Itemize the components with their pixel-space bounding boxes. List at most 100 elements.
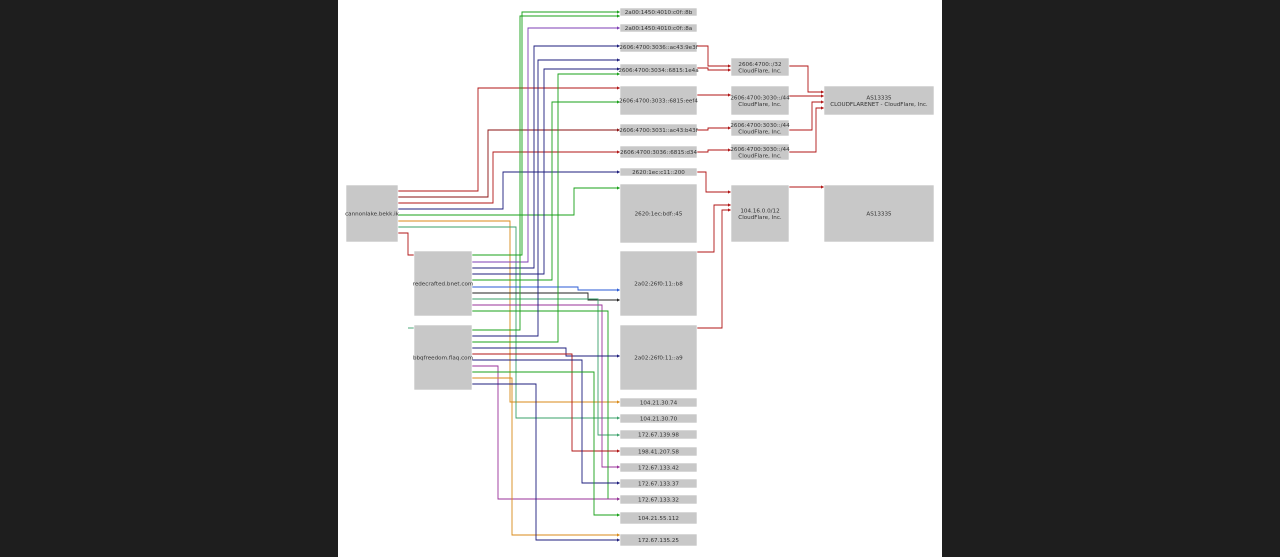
- graph-node-label: bbqfreedom.flaq.com: [413, 356, 473, 362]
- graph-node[interactable]: 2606:4700:3033::6815:eef4: [619, 85, 698, 116]
- graph-node-label: 2a00:1450:4010:c0f::8b: [625, 10, 693, 16]
- edge-arrowhead: [617, 26, 620, 30]
- graph-node[interactable]: AS13335: [823, 184, 935, 243]
- graph-node[interactable]: 198.41.207.58: [619, 446, 698, 457]
- graph-node[interactable]: cannonlake.bekk.ik: [345, 184, 400, 243]
- edge-ip10-net5: [697, 204, 731, 253]
- graph-node-box: [619, 63, 698, 77]
- graph-node-box: [619, 324, 698, 391]
- graph-node-label: 2606:4700:3036::ac43:9e3f: [619, 45, 698, 51]
- graph-node-box: [619, 478, 698, 489]
- graph-node[interactable]: 2606:4700:3036::6815:d34: [619, 145, 697, 159]
- graph-node-box: [619, 462, 698, 473]
- edge-root2-9: [472, 304, 620, 468]
- edge-arrowhead: [617, 150, 620, 154]
- graph-node-box: [730, 57, 790, 77]
- graph-node[interactable]: 172.67.133.42: [619, 462, 698, 473]
- edge-arrowhead: [728, 68, 731, 72]
- edge-arrowhead: [821, 94, 824, 98]
- edge-net4-as1: [789, 107, 824, 153]
- edge-arrowhead: [617, 400, 620, 404]
- graph-node-label: 2606:4700:3030::/44: [730, 147, 790, 153]
- graph-node-label: AS13335: [866, 95, 892, 101]
- edge-arrowhead: [617, 170, 620, 174]
- edge-arrowhead: [728, 64, 731, 68]
- graph-node-label: 172.67.133.37: [638, 482, 679, 488]
- edge-root1-ip09: [398, 187, 620, 216]
- graph-node-box: [823, 85, 935, 116]
- edge-arrowhead: [617, 128, 620, 132]
- edge-arrowhead: [728, 190, 731, 194]
- graph-node[interactable]: 104.21.55.112: [619, 511, 698, 525]
- graph-node-box: [619, 123, 698, 137]
- graph-node[interactable]: 2a02:26f0:11::a9: [619, 324, 698, 391]
- graph-node[interactable]: 172.67.133.32: [619, 494, 698, 505]
- graph-node[interactable]: 2620:1ec:bdf::45: [619, 183, 698, 244]
- graph-node-box: [823, 184, 935, 243]
- edge-arrowhead: [728, 148, 731, 152]
- graph-node-label: 172.67.135.25: [638, 538, 679, 544]
- graph-node-label: 104.21.30.70: [640, 417, 678, 423]
- graph-node-label: CloudFlare, Inc.: [738, 153, 782, 159]
- graph-node[interactable]: bbqfreedom.flaq.com: [413, 324, 473, 391]
- edge-arrowhead: [617, 513, 620, 517]
- edge-arrowhead: [617, 288, 620, 292]
- graph-node[interactable]: 2606:4700:3034::6815:1e4a: [618, 63, 699, 77]
- graph-node-label: CloudFlare, Inc.: [738, 129, 782, 135]
- edge-root1-ip07: [398, 151, 620, 204]
- edge-arrowhead: [821, 185, 824, 189]
- graph-node[interactable]: 2606:4700:3036::ac43:9e3f: [619, 41, 699, 53]
- graph-node[interactable]: 2a00:1450:4010:c0f::8b: [619, 7, 698, 17]
- edge-arrowhead: [617, 481, 620, 485]
- graph-node[interactable]: 2606:4700:3031::ac43:b43f: [619, 123, 699, 137]
- graph-node[interactable]: 104.21.30.74: [619, 397, 698, 408]
- graph-node-box: [619, 494, 698, 505]
- graph-node-label: 2606:4700:3030::/44: [730, 123, 790, 129]
- edge-arrowhead: [821, 90, 824, 94]
- edge-root2-5: [472, 101, 620, 281]
- graph-node-label: 104.16.0.0/12: [740, 208, 779, 214]
- edge-arrowhead: [617, 298, 620, 302]
- graph-node[interactable]: 2620:1ec:c11::200: [619, 167, 698, 177]
- edge-arrowhead: [728, 203, 731, 207]
- edge-root2-1: [472, 11, 620, 256]
- graph-node-label: 104.21.30.74: [640, 401, 678, 407]
- edge-root3-3: [472, 73, 620, 343]
- edge-root1-ip06: [398, 129, 620, 198]
- edge-arrowhead: [617, 86, 620, 90]
- graph-node[interactable]: 172.67.139.98: [619, 429, 698, 440]
- graph-node-label: 172.67.133.42: [638, 466, 679, 472]
- graph-node-label: 2a02:26f0:11::a9: [634, 356, 683, 362]
- graph-node-box: [413, 250, 473, 317]
- graph-node-box: [619, 413, 698, 424]
- graph-node[interactable]: 172.67.135.25: [619, 533, 698, 547]
- edge-arrowhead: [821, 106, 824, 110]
- graph-node[interactable]: 2a02:26f0:11::b8: [619, 250, 698, 317]
- graph-node[interactable]: 172.67.133.37: [619, 478, 698, 489]
- graph-node[interactable]: 2a00:1450:4010:c0f::8a: [619, 23, 698, 33]
- edge-arrowhead: [617, 58, 620, 62]
- graph-node[interactable]: redecrafted.bnet.com: [413, 250, 474, 317]
- edge-arrowhead: [821, 100, 824, 104]
- edge-arrowhead: [617, 449, 620, 453]
- graph-node[interactable]: 104.21.30.70: [619, 413, 698, 424]
- edge-root2-6: [472, 286, 620, 291]
- graph-node-label: CLOUDFLARENET - CloudFlare, Inc.: [830, 102, 928, 108]
- graph-node-label: 2a00:1450:4010:c0f::8a: [625, 26, 692, 32]
- graph-node-label: 172.67.133.32: [638, 498, 679, 504]
- edge-arrowhead: [617, 72, 620, 76]
- edge-arrowhead: [617, 67, 620, 71]
- graph-node-box: [619, 41, 698, 53]
- edge-ip-net-1: [697, 45, 731, 67]
- graph-node-label: 2620:1ec:c11::200: [632, 170, 685, 176]
- graph-node-box: [413, 324, 473, 391]
